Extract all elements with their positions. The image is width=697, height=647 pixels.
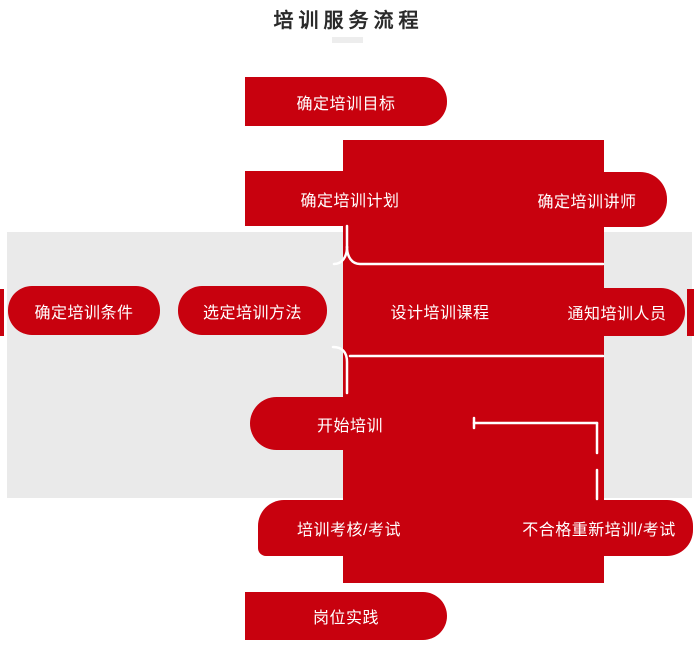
label-training-instructor: 确定培训讲师 [537, 193, 637, 211]
label-training-method: 选定培训方法 [202, 304, 302, 322]
label-notify-trainees: 通知培训人员 [567, 306, 667, 323]
label-start-training: 开始培训 [316, 417, 383, 435]
node-box-training-goal [245, 77, 447, 126]
node-pill-notify-trainees [550, 288, 685, 336]
node-box-job-practice [245, 592, 447, 640]
page-title: 培训服务流程 [273, 10, 424, 32]
label-retrain-retest: 不合格重新培训/考试 [522, 522, 676, 539]
label-training-exam: 培训考核/考试 [297, 522, 401, 539]
node-box-training-plan [245, 171, 455, 226]
label-training-conditions: 确定培训条件 [34, 304, 134, 322]
node-pill-training-method [178, 286, 327, 335]
label-training-goal: 确定培训目标 [296, 95, 396, 113]
label-job-practice: 岗位实践 [312, 610, 379, 627]
node-pill-training-instructor [507, 172, 667, 227]
title-underline-dash [332, 37, 363, 43]
label-course-design: 设计培训课程 [390, 304, 490, 322]
node-box-retrain-retest [520, 500, 693, 556]
right-edge-pill-fragment [687, 289, 694, 336]
label-training-plan: 确定培训计划 [300, 192, 400, 210]
connector-plan-right-line [345, 245, 605, 266]
left-edge-pill-fragment [0, 289, 4, 336]
connector-plan-left-hook [332, 245, 349, 266]
connector-course-down-hook [331, 345, 349, 395]
node-pill-training-conditions [8, 286, 160, 335]
